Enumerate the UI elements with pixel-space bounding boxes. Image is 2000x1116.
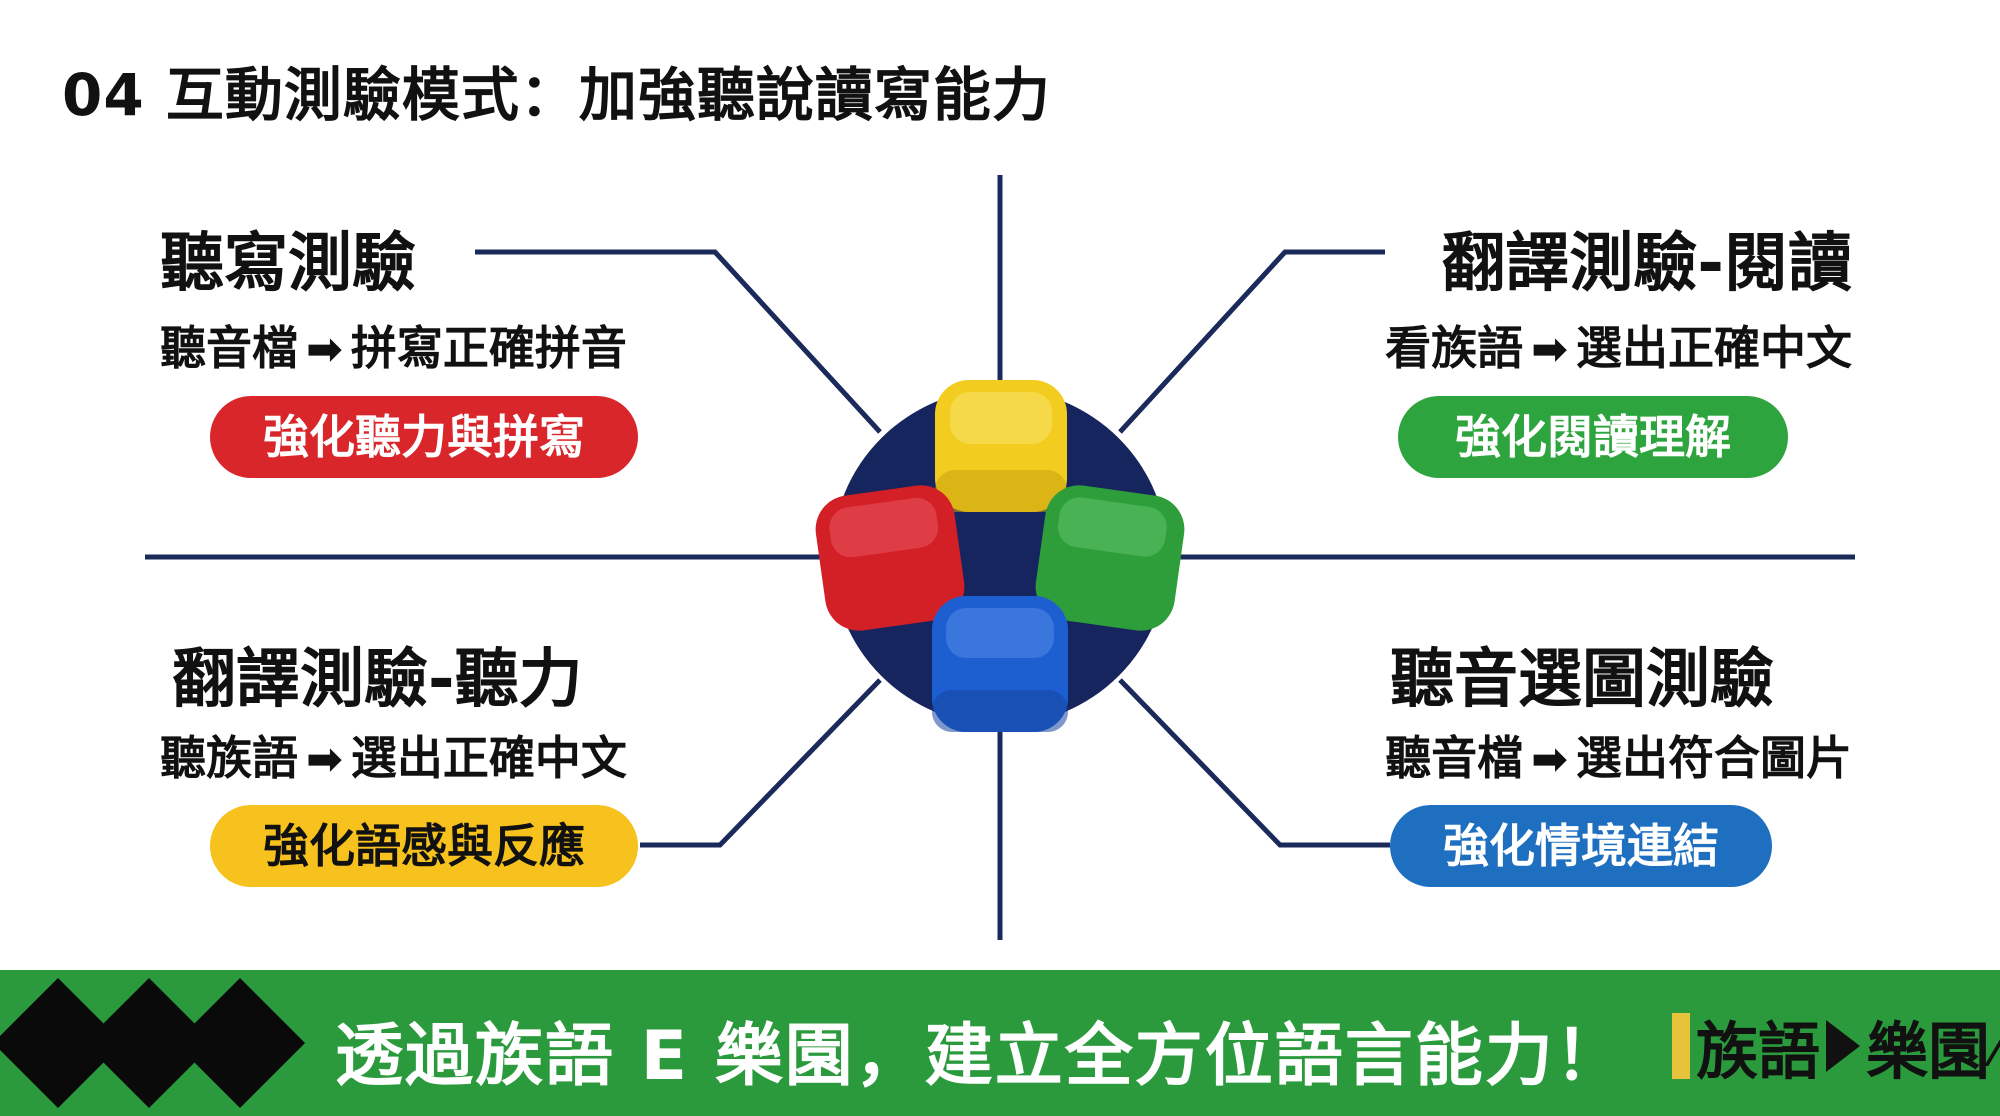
badge-language-sense: 強化語感與反應 xyxy=(210,805,638,887)
page-title: 04 互動測驗模式：加強聽說讀寫能力 xyxy=(62,61,1051,129)
desc-output: 選出符合圖片 xyxy=(1576,731,1852,785)
badge-listening-spelling: 強化聽力與拼寫 xyxy=(210,396,638,478)
cube-yellow-icon xyxy=(935,380,1067,512)
cube-green-icon xyxy=(1035,485,1185,631)
desc-output: 拼寫正確拼音 xyxy=(350,321,627,375)
quadrant-desc-translation-reading: 看族語➡選出正確中文 xyxy=(1385,312,1852,378)
desc-input: 看族語 xyxy=(1385,321,1524,375)
quadrant-heading-translation-reading: 翻譯測驗-閱讀 xyxy=(1441,227,1852,301)
desc-input: 聽族語 xyxy=(160,731,298,785)
logo-swoosh-icon: ⁄ xyxy=(1994,1014,2000,1078)
app-logo: 族語 樂園 ⁄ xyxy=(1672,1010,2000,1088)
connector-top-left xyxy=(475,249,882,434)
desc-output: 選出正確中文 xyxy=(350,731,627,785)
connector-bottom-left xyxy=(640,678,882,848)
banner-slogan: 透過族語 E 樂園，建立全方位語言能力！ xyxy=(335,1017,1625,1096)
badge-reading-comprehension: 強化閱讀理解 xyxy=(1398,396,1788,478)
play-icon xyxy=(1826,1020,1861,1072)
badge-context-connection: 強化情境連結 xyxy=(1390,805,1772,887)
logo-text-left: 族語 xyxy=(1696,1015,1821,1088)
desc-input: 聽音檔 xyxy=(1385,731,1524,785)
right-arrow-icon: ➡ xyxy=(1531,734,1568,785)
cube-red-icon xyxy=(815,485,965,631)
quadrant-desc-dictation: 聽音檔➡拼寫正確拼音 xyxy=(160,312,627,378)
desc-output: 選出正確中文 xyxy=(1576,321,1852,375)
right-arrow-icon: ➡ xyxy=(306,734,343,785)
cube-blue-icon xyxy=(932,596,1068,732)
logo-seal-icon xyxy=(1672,1013,1690,1079)
center-circle xyxy=(832,389,1168,725)
bottom-banner xyxy=(0,970,2000,1116)
logo-text-right: 樂園 xyxy=(1866,1015,1991,1088)
desc-input: 聽音檔 xyxy=(160,321,298,375)
right-arrow-icon: ➡ xyxy=(1531,324,1568,375)
connector-bottom-right xyxy=(1118,678,1390,848)
quadrant-heading-picture-choice: 聽音選圖測驗 xyxy=(1390,643,1774,717)
connector-top-right xyxy=(1118,249,1385,434)
quadrant-desc-translation-listening: 聽族語➡選出正確中文 xyxy=(160,722,627,788)
quadrant-desc-picture-choice: 聽音檔➡選出符合圖片 xyxy=(1385,722,1852,788)
quadrant-heading-translation-listening: 翻譯測驗-聽力 xyxy=(172,643,583,717)
right-arrow-icon: ➡ xyxy=(306,324,343,375)
quadrant-heading-dictation: 聽寫測驗 xyxy=(160,227,416,301)
